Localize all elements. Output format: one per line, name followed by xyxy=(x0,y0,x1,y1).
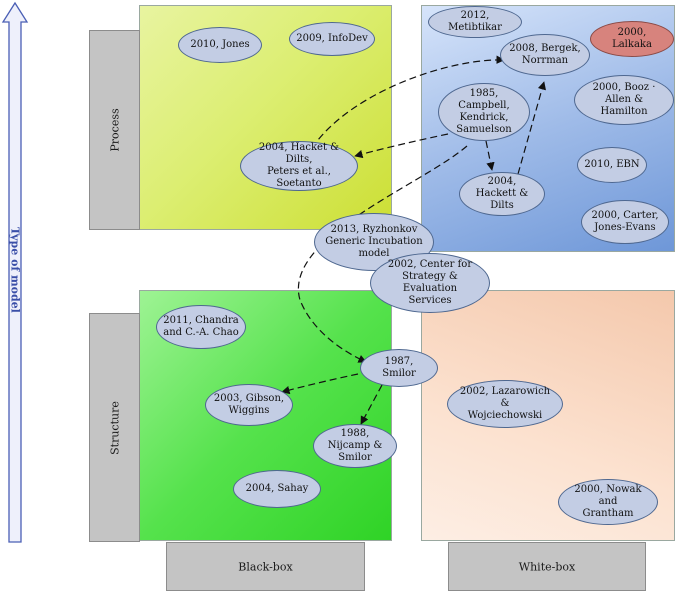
process-label-box: Process xyxy=(89,30,140,230)
node-nowak[interactable]: 2000, Nowak and Grantham xyxy=(558,479,658,525)
node-nijcamp[interactable]: 1988, Nijcamp & Smilor xyxy=(313,424,397,468)
structure-label: Structure xyxy=(108,400,121,455)
white-box-label-box: White-box xyxy=(448,542,646,591)
node-metibtikar[interactable]: 2012, Metibtikar xyxy=(428,6,522,38)
node-sahay[interactable]: 2004, Sahay xyxy=(233,470,321,508)
node-hackett-peters[interactable]: 2004, Hacket & Dilts, Peters et al., Soe… xyxy=(240,141,358,191)
structure-label-box: Structure xyxy=(89,313,140,542)
node-cses[interactable]: 2002, Center for Strategy & Evaluation S… xyxy=(370,253,490,313)
node-lazarowich[interactable]: 2002, Lazarowich & Wojciechowski xyxy=(447,380,563,428)
node-bergek[interactable]: 2008, Bergek, Norrman xyxy=(500,34,590,76)
node-campbell[interactable]: 1985, Campbell, Kendrick, Samuelson xyxy=(438,83,530,141)
node-hackett-dilts[interactable]: 2004, Hackett & Dilts xyxy=(459,172,545,216)
node-booz[interactable]: 2000, Booz · Allen & Hamilton xyxy=(574,75,674,125)
node-ebn[interactable]: 2010, EBN xyxy=(577,147,647,183)
black-box-label-box: Black-box xyxy=(166,542,365,591)
node-lalkaka[interactable]: 2000, Lalkaka xyxy=(590,21,674,57)
process-label: Process xyxy=(108,108,121,152)
black-box-label: Black-box xyxy=(238,560,293,573)
node-gibson[interactable]: 2003, Gibson, Wiggins xyxy=(205,384,293,426)
node-chandra[interactable]: 2011, Chandra and C.-A. Chao xyxy=(156,305,246,349)
node-infodev[interactable]: 2009, InfoDev xyxy=(289,22,375,56)
node-carter[interactable]: 2000, Carter, Jones-Evans xyxy=(581,200,669,244)
node-jones[interactable]: 2010, Jones xyxy=(178,27,262,63)
white-box-label: White-box xyxy=(518,560,576,573)
type-of-model-label: Type of model xyxy=(8,227,22,313)
node-smilor[interactable]: 1987, Smilor xyxy=(360,349,438,387)
type-of-model-axis-arrow xyxy=(1,1,29,543)
